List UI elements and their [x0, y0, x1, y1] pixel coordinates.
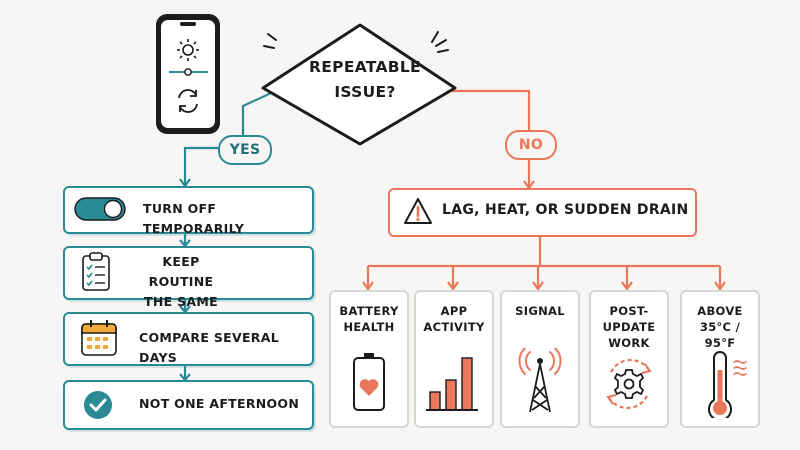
card-label-line1: BATTERY	[339, 304, 399, 318]
decision-line2: ISSUE?	[334, 83, 396, 101]
step-keep-routine: KEEP ROUTINE THE SAME	[63, 246, 314, 309]
step-label-line2: THE SAME	[144, 294, 218, 309]
card-label-line1: POST-UPDATE	[602, 304, 656, 334]
no-branch-label: NO	[505, 130, 557, 160]
card-label: BATTERY HEALTH	[333, 303, 405, 335]
check-card-signal: SIGNAL	[500, 290, 580, 428]
decision-line1: REPEATABLE	[309, 58, 421, 76]
symptom-label: LAG, HEAT, OR SUDDEN DRAIN	[442, 202, 689, 218]
brightness-icon	[177, 39, 199, 61]
check-card-post-update: POST-UPDATE WORK	[589, 290, 669, 428]
toggle-icon	[74, 197, 126, 221]
check-circle-icon	[84, 391, 112, 419]
warning-triangle-icon	[404, 198, 432, 224]
step-label: KEEP ROUTINE THE SAME	[131, 252, 231, 312]
emphasis-marks-icon	[263, 31, 449, 53]
card-label: POST-UPDATE WORK	[593, 303, 665, 351]
card-label-line1: ABOVE	[697, 304, 743, 318]
step-label: NOT ONE AFTERNOON	[139, 396, 300, 411]
check-card-battery: BATTERY HEALTH	[329, 290, 409, 428]
step-label: COMPARE SEVERAL DAYS	[139, 330, 279, 365]
calendar-icon	[81, 320, 117, 356]
step-label-line1: KEEP ROUTINE	[148, 254, 214, 289]
card-label-line1: APP	[440, 304, 468, 318]
check-card-app-activity: APP ACTIVITY	[414, 290, 494, 428]
decision-text: REPEATABLE ISSUE?	[270, 55, 460, 105]
card-label: APP ACTIVITY	[418, 303, 490, 335]
card-label-line1: SIGNAL	[515, 304, 565, 318]
step-compare-days: COMPARE SEVERAL DAYS	[63, 312, 314, 366]
check-card-temperature: ABOVE 35°C / 95°F	[680, 290, 760, 428]
bar-chart-icon	[426, 357, 478, 411]
phone-icon	[156, 14, 220, 134]
step-not-one-afternoon: NOT ONE AFTERNOON	[63, 380, 314, 430]
card-label-line2: WORK	[608, 336, 650, 350]
card-label: SIGNAL	[504, 303, 576, 319]
card-label-line2: ACTIVITY	[423, 320, 485, 334]
signal-tower-icon	[518, 348, 562, 413]
decision-diamond	[261, 23, 457, 146]
card-label-line2: 35°C / 95°F	[699, 320, 741, 350]
card-label-line2: HEALTH	[343, 320, 395, 334]
gear-update-icon	[606, 358, 652, 410]
step-label: TURN OFF TEMPORARILY	[143, 201, 245, 236]
clipboard-checklist-icon	[82, 252, 110, 291]
step-turn-off: TURN OFF TEMPORARILY	[63, 186, 314, 236]
thermometer-icon	[708, 351, 747, 418]
yes-branch-label: YES	[218, 135, 272, 165]
slider-icon	[169, 68, 208, 76]
symptom-box: LAG, HEAT, OR SUDDEN DRAIN	[388, 188, 697, 237]
card-label: ABOVE 35°C / 95°F	[684, 303, 756, 351]
refresh-icon	[178, 89, 198, 113]
battery-heart-icon	[353, 353, 385, 411]
